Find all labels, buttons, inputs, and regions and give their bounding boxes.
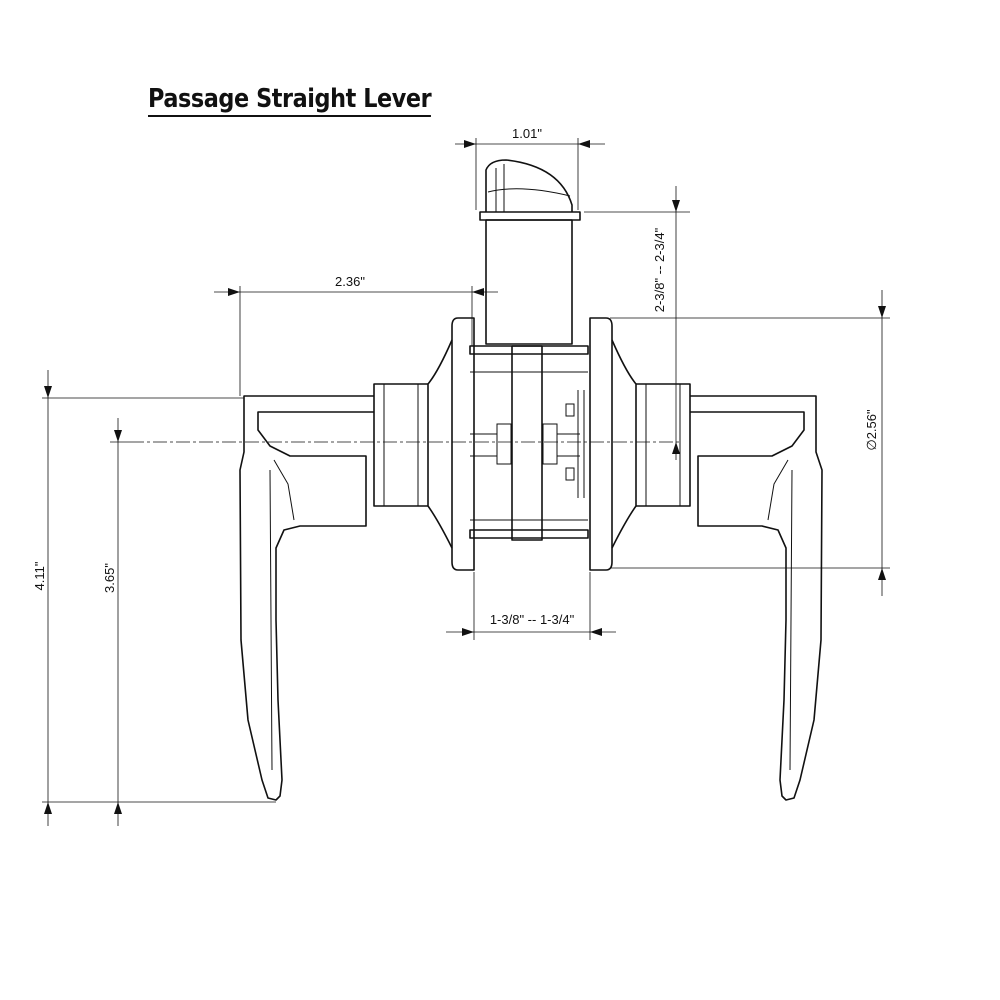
latch-faceplate [479, 211, 581, 221]
right-rose [589, 317, 613, 571]
dim-overall-height: 4.11" [32, 370, 276, 826]
left-lever-assembly [239, 317, 475, 801]
left-lever-handle [239, 395, 374, 801]
dim-lever-reach: 2.36" [214, 274, 498, 396]
dim-lever-reach-label: 2.36" [335, 274, 365, 289]
dim-rose-diameter: ∅2.56" [610, 290, 890, 596]
dim-door-thickness-label: 1-3/8" -- 1-3/4" [490, 612, 575, 627]
dim-backset-label: 2-3/8" -- 2-3/4" [652, 227, 667, 312]
right-lever-assembly [589, 317, 823, 801]
right-hub [636, 383, 691, 507]
right-lever-handle [690, 395, 823, 801]
dim-door-thickness: 1-3/8" -- 1-3/4" [446, 572, 616, 640]
latch-bolt [485, 159, 573, 212]
drawing-title: Passage Straight Lever [148, 84, 432, 117]
left-rose [451, 317, 475, 571]
dim-latch-width-label: 1.01" [512, 126, 542, 141]
latch-tube [485, 219, 573, 345]
dim-overall-height-label: 4.11" [32, 561, 47, 590]
dim-rose-diameter-label: ∅2.56" [864, 409, 879, 451]
chassis [469, 345, 589, 541]
latch-assembly [479, 159, 581, 345]
dim-latch-width: 1.01" [455, 126, 605, 210]
dim-lever-height-label: 3.65" [102, 563, 117, 593]
left-hub [373, 383, 428, 507]
dim-backset: 2-3/8" -- 2-3/4" [584, 186, 690, 460]
dim-lever-height: 3.65" [102, 418, 130, 826]
spindle-housing [511, 345, 543, 541]
